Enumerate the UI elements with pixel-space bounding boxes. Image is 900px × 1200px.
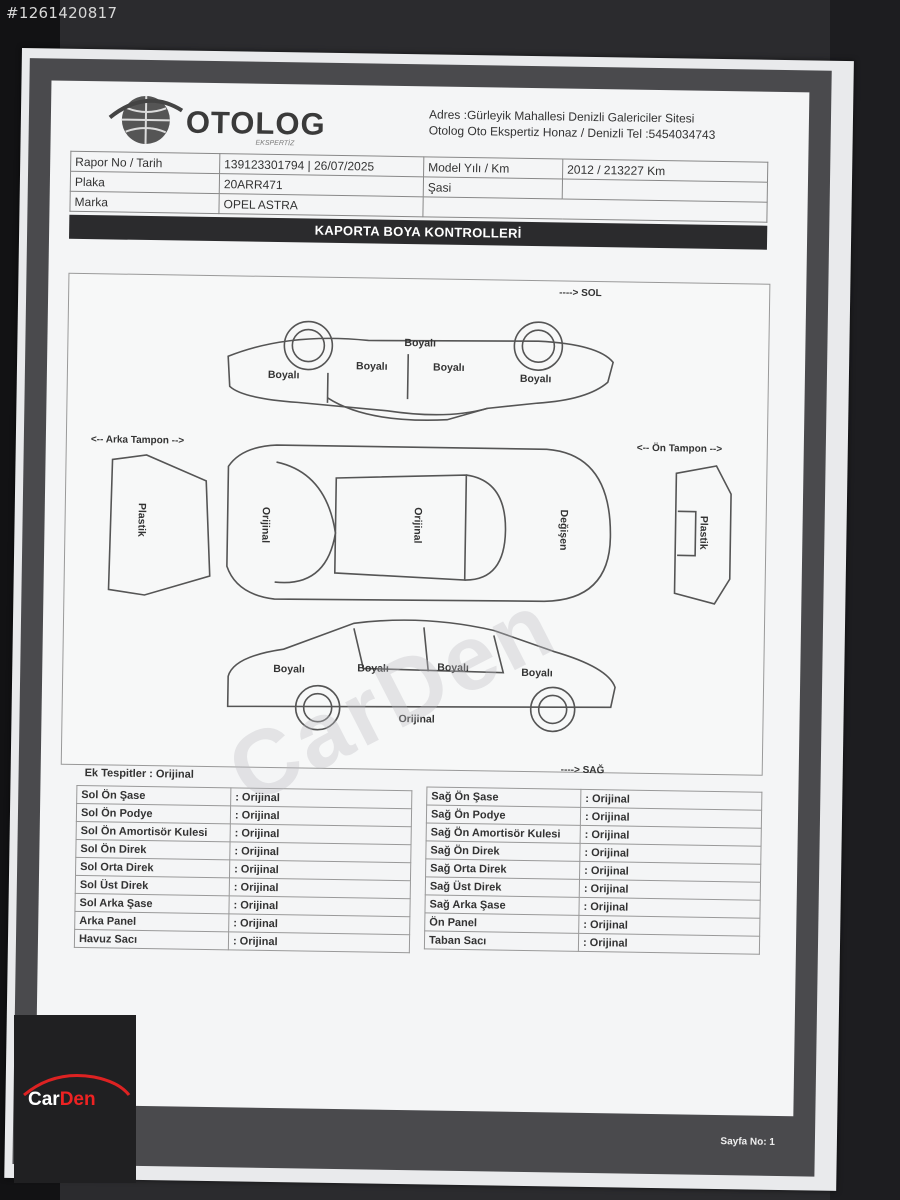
part-tavan: Orijinal [411, 507, 424, 544]
car-outline-drawing [107, 320, 732, 733]
photo-id: #1261420817 [6, 4, 118, 22]
check-name: Sol Ön Amortisör Kulesi [76, 821, 231, 842]
carden-den: Den [59, 1089, 96, 1110]
part-sol-arka-camurluk: Boyalı [267, 368, 300, 382]
part-sag-on-kapi: Boyalı [437, 661, 469, 675]
part-sol-top: Boyalı [404, 337, 437, 350]
check-name: Taban Sacı [424, 930, 579, 952]
marka-label: Marka [69, 191, 220, 214]
vehicle-info-table: Rapor No / Tarih 139123301794 | 26/07/20… [69, 151, 768, 223]
part-sag-marspiyel: Orijinal [398, 712, 435, 726]
part-bagaj: Orijinal [259, 506, 272, 544]
part-sol-on-kapi: Boyalı [432, 361, 465, 374]
check-name: Havuz Sacı [74, 929, 229, 950]
part-sag-arka-kapi: Boyalı [357, 662, 389, 675]
report-sheet: OTOLOG EKSPERTİZ Adres :Gürleyik Mahalle… [4, 48, 854, 1191]
check-name: Sol Arka Şase [74, 893, 230, 914]
page-number: Sayfa No: 1 [720, 1136, 775, 1148]
check-name: Arka Panel [74, 911, 229, 932]
check-name: Sağ Üst Direk [425, 876, 580, 898]
sol-arrow-label: ----> SOL [559, 287, 602, 300]
check-name: Sağ Orta Direk [425, 858, 580, 880]
otolog-logo: OTOLOG EKSPERTİZ [105, 87, 326, 150]
part-sag-arka-camurluk: Boyalı [273, 663, 305, 676]
carden-logo-text: CarDen [28, 1089, 96, 1111]
part-on-tampon: Plastik [697, 515, 710, 550]
car-swoosh-icon [23, 1073, 131, 1097]
report-frame: OTOLOG EKSPERTİZ Adres :Gürleyik Mahalle… [12, 58, 832, 1177]
carden-car: Car [28, 1089, 60, 1110]
check-name: Sağ Ön Direk [425, 840, 581, 862]
ek-tespitler: Ek Tespitler : Orijinal [84, 767, 194, 781]
rapor-label: Rapor No / Tarih [70, 151, 220, 174]
check-name: Ön Panel [424, 912, 579, 934]
carden-logo-badge: CarDen [14, 1015, 136, 1183]
check-value: : Orijinal [228, 931, 410, 953]
on-tampon-label: <-- Ön Tampon --> [636, 442, 723, 456]
part-kaput: Değişen [557, 509, 570, 551]
part-sol-arka-kapi: Boyalı [355, 360, 388, 373]
model-label: Model Yılı / Km [423, 156, 563, 180]
check-name: Sağ Ön Podye [426, 804, 581, 826]
empty-cell [422, 196, 768, 223]
report-body: OTOLOG EKSPERTİZ Adres :Gürleyik Mahalle… [35, 80, 810, 1117]
address-block: Adres :Gürleyik Mahallesi Denizli Galeri… [429, 106, 769, 143]
logo-subtext: EKSPERTİZ [255, 139, 295, 148]
check-value: : Orijinal [578, 933, 760, 955]
check-name: Sol Ön Şase [76, 785, 231, 806]
check-name: Sağ Ön Amortisör Kulesi [426, 822, 581, 844]
part-sol-on-camurluk: Boyalı [519, 372, 552, 386]
plaka-label: Plaka [70, 171, 220, 194]
check-name: Sağ Arka Şase [424, 894, 580, 916]
sasi-label: Şasi [423, 176, 563, 200]
car-diagram: ----> SOL <-- Arka Tampon --> <-- Ön Tam… [60, 272, 771, 776]
sag-arrow-label: ----> SAĞ [560, 764, 605, 777]
check-name: Sol Ön Direk [75, 839, 231, 860]
check-name: Sol Üst Direk [75, 875, 230, 896]
part-sag-on-camurluk: Boyalı [521, 666, 553, 680]
globe-icon [108, 95, 184, 144]
check-row: Havuz Sacı: Orijinal [74, 929, 410, 953]
logo-text: OTOLOG [185, 104, 326, 142]
check-row: Taban Sacı: Orijinal [424, 930, 760, 955]
marka-value: OPEL ASTRA [218, 193, 424, 217]
arka-tampon-label: <-- Arka Tampon --> [90, 434, 185, 447]
check-name: Sol Ön Podye [76, 803, 231, 824]
check-name: Sol Orta Direk [75, 857, 230, 878]
part-arka-tampon: Plastik [135, 502, 148, 537]
check-name: Sağ Ön Şase [426, 786, 581, 808]
